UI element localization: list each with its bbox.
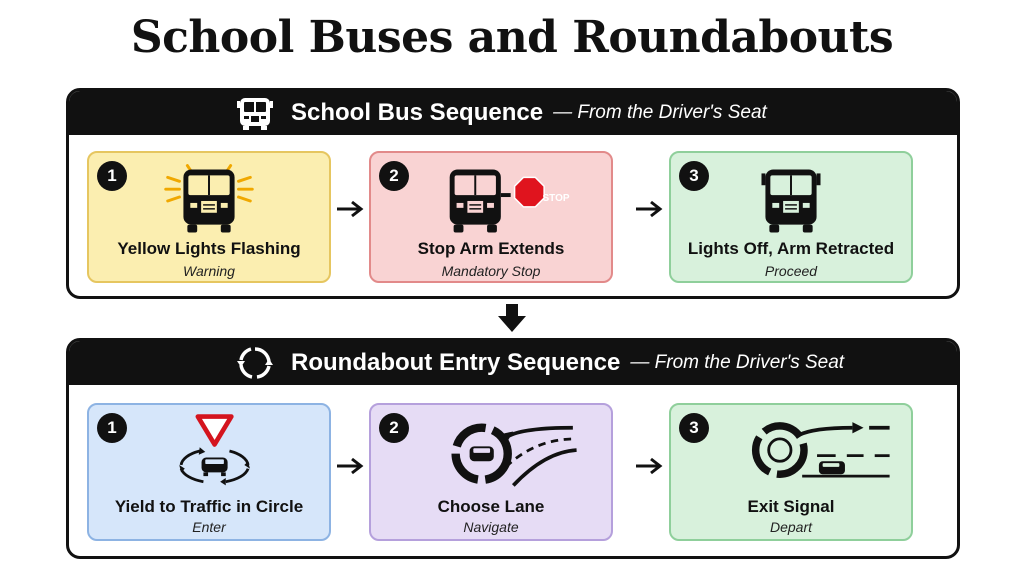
section-header: Roundabout Entry Sequence — From the Dri… xyxy=(69,341,957,385)
page-title: School Buses and Roundabouts xyxy=(130,12,894,63)
step-card-exit-signal: 3 Exit Signal Depart xyxy=(669,403,913,541)
step-label: Yield to Traffic in Circle xyxy=(114,497,304,516)
step-card-choose-lane: 2 Choose Lane Navigate xyxy=(369,403,613,541)
right-arrow-icon xyxy=(636,457,663,475)
stop-sign-text: STOP xyxy=(542,193,570,204)
step-sublabel: Enter xyxy=(192,519,226,535)
yield-roundabout-icon xyxy=(179,414,250,486)
step-card-yellow-lights: 1 Yellow Lights Flashing Warning xyxy=(87,151,331,283)
right-arrow-icon xyxy=(337,457,364,475)
step-number: 3 xyxy=(679,413,709,443)
section-subtitle: — From the Driver's Seat xyxy=(553,102,767,123)
step-label: Choose Lane xyxy=(437,497,545,516)
section-title: Roundabout Entry Sequence xyxy=(291,349,621,376)
bus-icon xyxy=(761,169,821,233)
roundabout-icon xyxy=(235,345,275,381)
stop-sign-icon xyxy=(513,176,545,208)
step-number: 1 xyxy=(97,161,127,191)
bus-yellow-lights-icon xyxy=(164,164,254,233)
exit-roundabout-icon xyxy=(751,422,890,478)
bus-stop-arm-icon xyxy=(449,169,545,233)
roundabout-entry-sequence-panel: Roundabout Entry Sequence — From the Dri… xyxy=(66,338,960,559)
step-number: 1 xyxy=(97,413,127,443)
school-bus-icon xyxy=(235,95,275,131)
step-sublabel: Proceed xyxy=(764,263,818,279)
step-sublabel: Depart xyxy=(769,519,813,535)
step-label: Stop Arm Extends xyxy=(417,239,565,258)
step-label: Exit Signal xyxy=(747,497,835,516)
down-arrow-icon xyxy=(498,304,526,332)
step-number: 2 xyxy=(379,161,409,191)
lane-choice-icon xyxy=(451,423,577,487)
step-number: 3 xyxy=(679,161,709,191)
section-subtitle: — From the Driver's Seat xyxy=(630,352,845,373)
step-card-yield: 1 Yield to Traffic in Circle Enter xyxy=(87,403,331,541)
yield-sign-icon xyxy=(195,414,234,447)
step-sublabel: Navigate xyxy=(463,519,519,535)
step-label: Lights Off, Arm Retracted xyxy=(687,239,895,258)
step-label: Yellow Lights Flashing xyxy=(117,239,301,258)
school-bus-sequence-panel: School Bus Sequence — From the Driver's … xyxy=(66,88,960,299)
step-card-lights-off: 3 Lights Off, Arm Retracted Proceed xyxy=(669,151,913,283)
step-number: 2 xyxy=(379,413,409,443)
step-sublabel: Mandatory Stop xyxy=(441,263,541,279)
right-arrow-icon xyxy=(636,200,663,218)
section-title: School Bus Sequence xyxy=(291,99,544,126)
section-header: School Bus Sequence — From the Driver's … xyxy=(69,91,957,135)
step-card-stop-arm: 2 STOP Stop Arm Extends Mandatory Stop xyxy=(369,151,613,283)
step-sublabel: Warning xyxy=(183,263,235,279)
right-arrow-icon xyxy=(337,200,364,218)
